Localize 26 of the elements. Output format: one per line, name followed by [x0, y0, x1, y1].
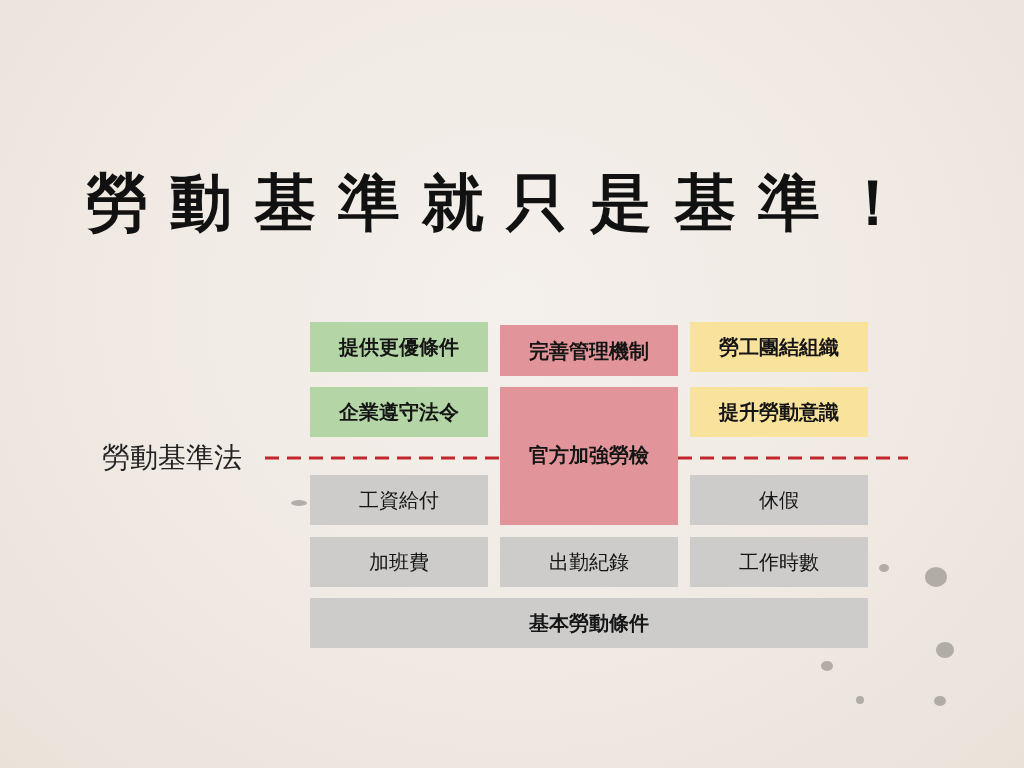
box-label: 休假 [759, 488, 799, 512]
box-label: 完善管理機制 [529, 338, 649, 363]
condition-box [500, 537, 678, 587]
box-label: 提升勞動意識 [719, 400, 839, 424]
action-box [690, 322, 868, 372]
action-box [690, 387, 868, 437]
box-label: 工資給付 [359, 488, 439, 512]
box-label: 勞工團結組織 [719, 335, 839, 359]
threshold-label: 勞動基準法 [102, 441, 242, 475]
condition-box [690, 475, 868, 525]
foundation-box [310, 598, 868, 648]
condition-box [690, 537, 868, 587]
action-box [310, 322, 488, 372]
box-label: 工作時數 [739, 550, 819, 574]
box-label: 基本勞動條件 [529, 611, 649, 635]
condition-box [310, 537, 488, 587]
box-label: 企業遵守法令 [339, 400, 459, 424]
box-label: 官方加強勞檢 [529, 443, 649, 467]
action-box [500, 325, 678, 376]
slide-title: 勞動基準就只是基準！ [86, 168, 926, 239]
box-label: 出勤紀錄 [549, 550, 629, 574]
box-label: 加班費 [369, 550, 429, 574]
action-box [310, 387, 488, 437]
condition-box [310, 475, 488, 525]
box-label: 提供更優條件 [339, 335, 459, 359]
action-box [500, 387, 678, 525]
